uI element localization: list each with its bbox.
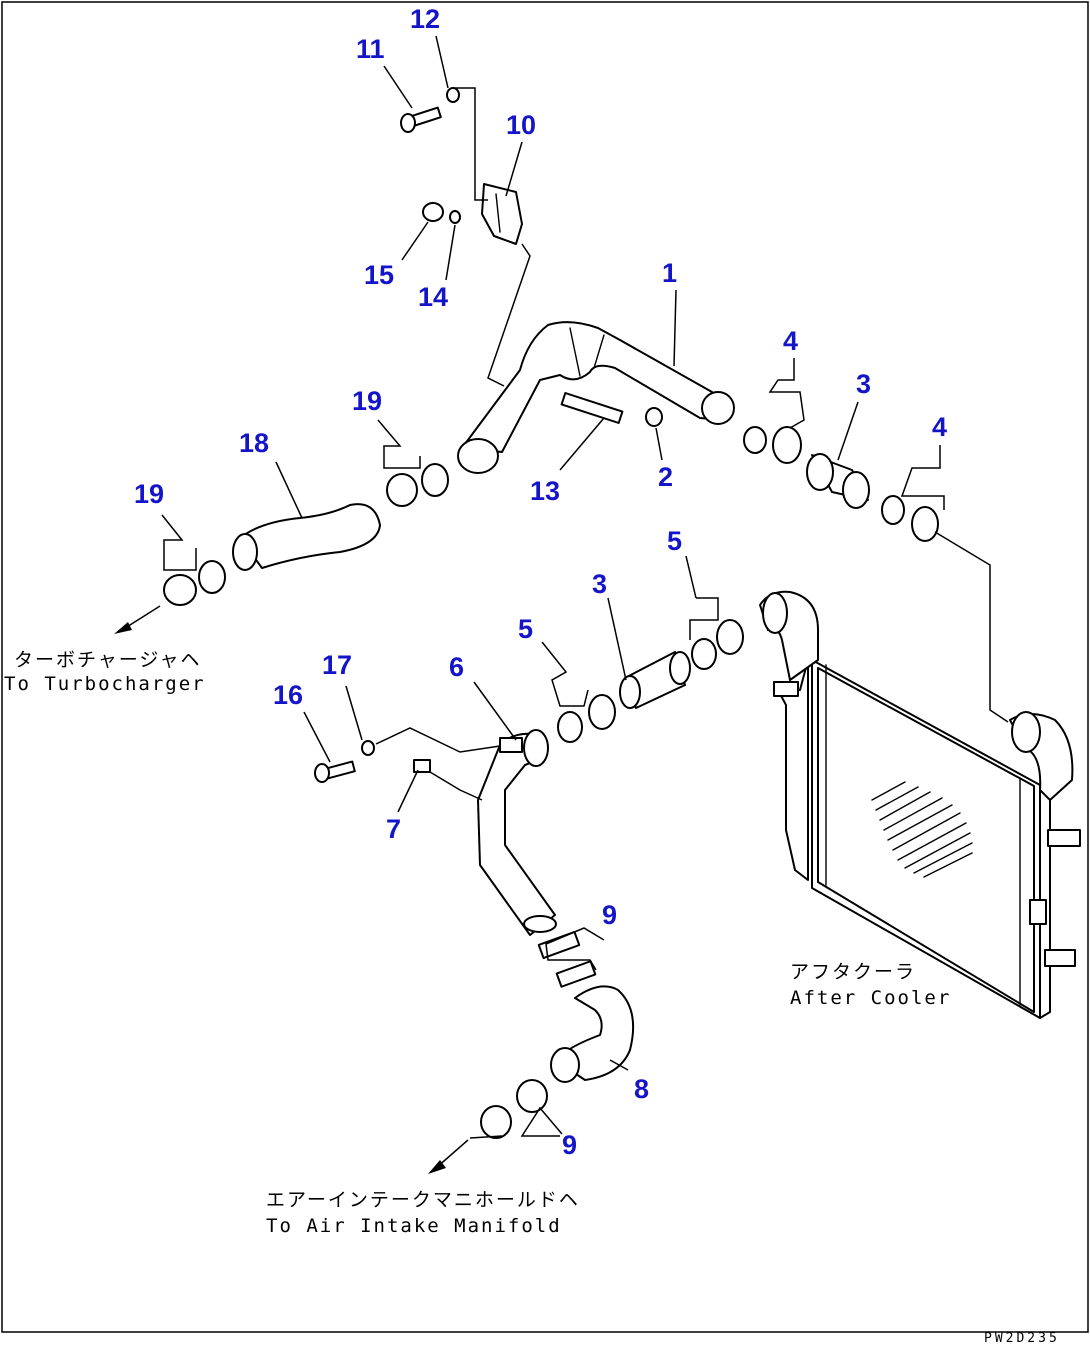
callout-8: 8 <box>634 1074 649 1104</box>
hose <box>619 651 691 709</box>
callout-1: 1 <box>662 258 677 288</box>
hose <box>550 985 635 1083</box>
after-cooler <box>759 590 1081 1019</box>
bracket <box>481 183 523 245</box>
clamp <box>743 426 767 454</box>
clamp <box>691 638 717 670</box>
hose <box>806 453 870 509</box>
clamp <box>480 1105 512 1139</box>
turbocharger-note-jp: ターボチャージャヘ <box>14 649 201 671</box>
clamp <box>198 560 226 594</box>
clamp <box>772 426 802 464</box>
air-pipe-upper <box>457 321 735 474</box>
clamp <box>555 960 597 988</box>
after-cooler-note-en: After Cooler <box>790 987 951 1009</box>
clamp <box>516 1079 548 1113</box>
hose <box>232 503 381 571</box>
callout-19: 19 <box>352 386 382 416</box>
after-cooler-note-jp: アフタクーラ <box>790 961 916 983</box>
sensor <box>560 392 624 424</box>
clamp <box>911 506 939 542</box>
clamp <box>881 495 905 525</box>
callout-4: 4 <box>783 326 798 356</box>
callout-5: 5 <box>518 614 533 644</box>
callout-3: 3 <box>856 369 871 399</box>
bolt <box>400 106 442 133</box>
callout-7: 7 <box>386 814 401 844</box>
bolt <box>314 760 356 783</box>
annotations: ターボチャージャヘ To Turbocharger アフタクーラ After C… <box>4 649 1060 1346</box>
turbocharger-note-en: To Turbocharger <box>4 673 206 695</box>
clamp <box>421 463 449 497</box>
callout-15: 15 <box>364 260 394 290</box>
clamp <box>716 619 744 655</box>
callout-2: 2 <box>658 462 673 492</box>
washer <box>449 210 461 224</box>
callout-16: 16 <box>273 680 303 710</box>
callout-3: 3 <box>592 569 607 599</box>
leader-lines <box>161 35 1009 1139</box>
callout-9: 9 <box>602 900 617 930</box>
intake-note-jp: エアーインテークマニホールドヘ <box>266 1189 580 1211</box>
clamp <box>163 574 197 606</box>
callout-17: 17 <box>322 650 352 680</box>
callout-13: 13 <box>530 476 560 506</box>
clamp <box>557 711 583 743</box>
clamp <box>588 694 616 730</box>
intake-note-en: To Air Intake Manifold <box>266 1215 562 1237</box>
callouts: 1 2 3 3 4 4 5 5 6 7 8 9 9 10 11 12 13 14… <box>134 4 947 1160</box>
callout-5: 5 <box>667 526 682 556</box>
mounting-part <box>413 759 431 773</box>
drawing-code: PW2D235 <box>984 1331 1060 1346</box>
callout-14: 14 <box>418 282 448 312</box>
direction-arrow <box>114 605 161 634</box>
clamp <box>537 930 581 960</box>
callout-6: 6 <box>449 652 464 682</box>
direction-arrow <box>428 1139 469 1174</box>
air-pipe-lower <box>477 729 557 936</box>
washer <box>446 87 460 103</box>
callout-11: 11 <box>356 34 385 64</box>
callout-18: 18 <box>239 428 269 458</box>
callout-9: 9 <box>562 1130 577 1160</box>
callout-12: 12 <box>410 4 440 34</box>
callout-4: 4 <box>932 412 947 442</box>
plug <box>645 407 663 427</box>
callout-10: 10 <box>506 110 536 140</box>
callout-19: 19 <box>134 479 164 509</box>
clamp <box>386 473 418 507</box>
washer <box>361 740 375 756</box>
nut <box>422 202 444 222</box>
